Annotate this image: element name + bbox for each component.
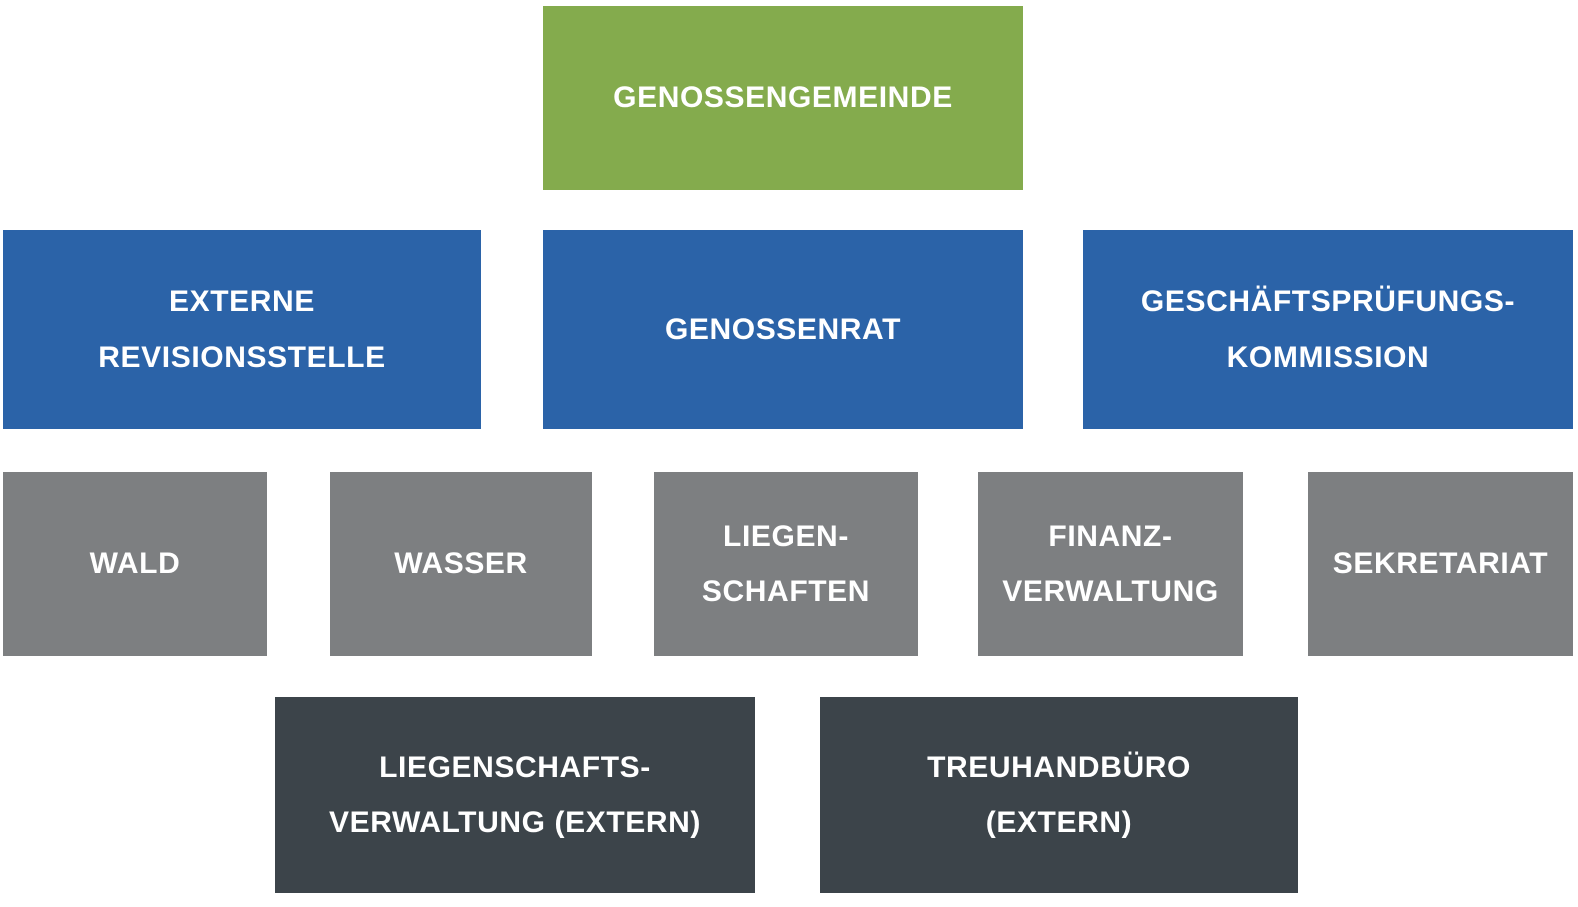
org-node-genossengemeinde: GENOSSENGEMEINDE	[543, 6, 1023, 190]
org-node-liegenschafts-verwaltung-extern: LIEGENSCHAFTS- VERWALTUNG (EXTERN)	[275, 697, 755, 893]
org-node-treuhandbuero-extern: TREUHANDBÜRO (EXTERN)	[820, 697, 1298, 893]
org-node-wasser: WASSER	[330, 472, 592, 656]
org-node-sekretariat: SEKRETARIAT	[1308, 472, 1573, 656]
org-node-finanz-verwaltung: FINANZ- VERWALTUNG	[978, 472, 1243, 656]
org-node-liegenschaften: LIEGEN- SCHAFTEN	[654, 472, 918, 656]
org-node-externe-revisionsstelle: EXTERNE REVISIONSSTELLE	[3, 230, 481, 429]
org-node-geschaeftspruefungs-kommission: GESCHÄFTSPRÜFUNGS- KOMMISSION	[1083, 230, 1573, 429]
org-node-wald: WALD	[3, 472, 267, 656]
org-node-genossenrat: GENOSSENRAT	[543, 230, 1023, 429]
